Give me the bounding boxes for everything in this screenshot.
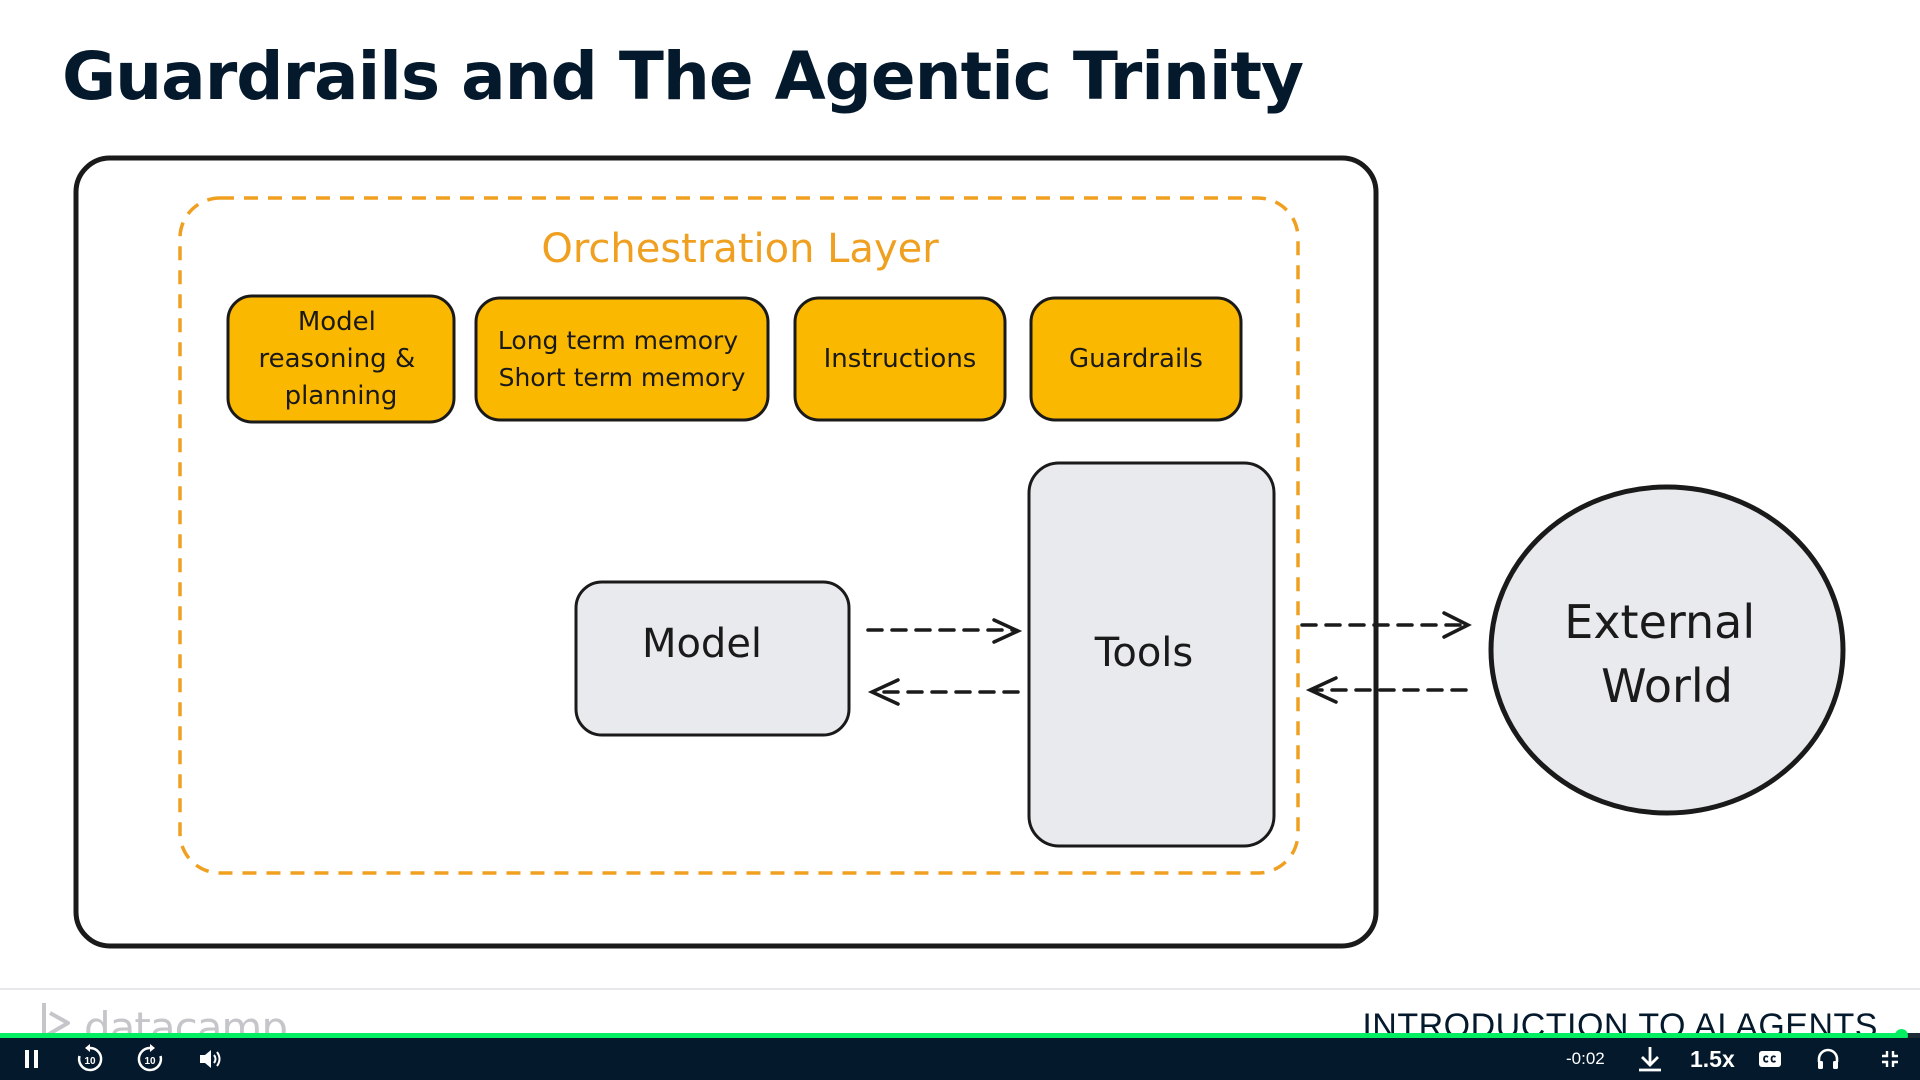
component-box-reasoning (226, 294, 456, 424)
forward-10-button[interactable]: 10 (130, 1038, 170, 1080)
model-box (574, 580, 851, 737)
rewind-10-icon: 10 (77, 1044, 103, 1072)
arrow-model-to-tools (866, 618, 1023, 644)
forward-seconds: 10 (144, 1056, 156, 1067)
pause-button[interactable] (14, 1038, 50, 1080)
video-progress-fill (0, 1033, 1901, 1038)
volume-icon (200, 1050, 221, 1068)
orchestration-layer-boundary (178, 196, 1300, 875)
orchestration-layer-label: Orchestration Layer (541, 226, 939, 272)
component-box-guardrails (1029, 296, 1243, 422)
forward-10-icon: 10 (137, 1044, 163, 1072)
model-label: Model (642, 621, 762, 667)
playback-speed-button[interactable]: 1.5x (1690, 1046, 1735, 1072)
component-box-instructions (793, 296, 1007, 422)
volume-button[interactable] (192, 1038, 228, 1080)
time-remaining: -0:02 (1566, 1049, 1605, 1068)
external-world-label-line2: World (1601, 659, 1733, 713)
component-label-reasoning: Model reasoning & planning (259, 307, 424, 411)
arrow-tools-to-external-world (1300, 611, 1472, 639)
datacamp-logo-icon (42, 1003, 70, 1033)
arrow-external-world-to-tools (1305, 676, 1468, 704)
slide-title: Guardrails and The Agentic Trinity (62, 38, 1304, 115)
audio-button[interactable] (1810, 1038, 1846, 1080)
rewind-seconds: 10 (84, 1056, 96, 1067)
tools-box (1027, 461, 1276, 848)
component-label-reasoning-line1: Model (298, 307, 376, 337)
component-label-guardrails: Guardrails (1069, 344, 1203, 374)
download-icon (1639, 1047, 1661, 1072)
exit-fullscreen-icon (1882, 1051, 1898, 1067)
video-player-controls: 10 10 -0:02 1.5x (0, 1038, 1920, 1080)
download-button[interactable] (1632, 1038, 1668, 1080)
external-world-label: External World (1564, 595, 1769, 713)
captions-icon (1759, 1051, 1781, 1067)
captions-button[interactable] (1752, 1038, 1788, 1080)
system-frame (73, 155, 1379, 949)
component-label-reasoning-line2: reasoning & (259, 344, 416, 374)
course-name: INTRODUCTION TO AI AGENTS (1362, 1007, 1878, 1033)
agentic-trinity-diagram: Orchestration Layer Model reasoning & pl… (73, 155, 1846, 949)
slide-footer: datacamp INTRODUCTION TO AI AGENTS (0, 995, 1920, 1033)
rewind-10-button[interactable]: 10 (70, 1038, 110, 1080)
component-label-instructions: Instructions (824, 344, 977, 374)
pause-icon (25, 1050, 38, 1068)
external-world-circle (1488, 484, 1846, 816)
component-label-reasoning-line3: planning (285, 381, 398, 411)
external-world-label-line1: External (1564, 595, 1755, 649)
component-label-memory-line2: Short term memory (499, 363, 746, 392)
component-box-memory (474, 296, 770, 422)
component-label-memory-line1: Long term memory (498, 326, 738, 355)
arrow-tools-to-model (867, 678, 1020, 706)
datacamp-logo-text: datacamp (84, 1003, 288, 1033)
footer-divider (0, 988, 1920, 990)
exit-fullscreen-button[interactable] (1872, 1038, 1908, 1080)
tools-label: Tools (1094, 630, 1194, 676)
component-label-memory: Long term memory Short term memory (498, 326, 746, 392)
headphones-icon (1817, 1048, 1839, 1069)
